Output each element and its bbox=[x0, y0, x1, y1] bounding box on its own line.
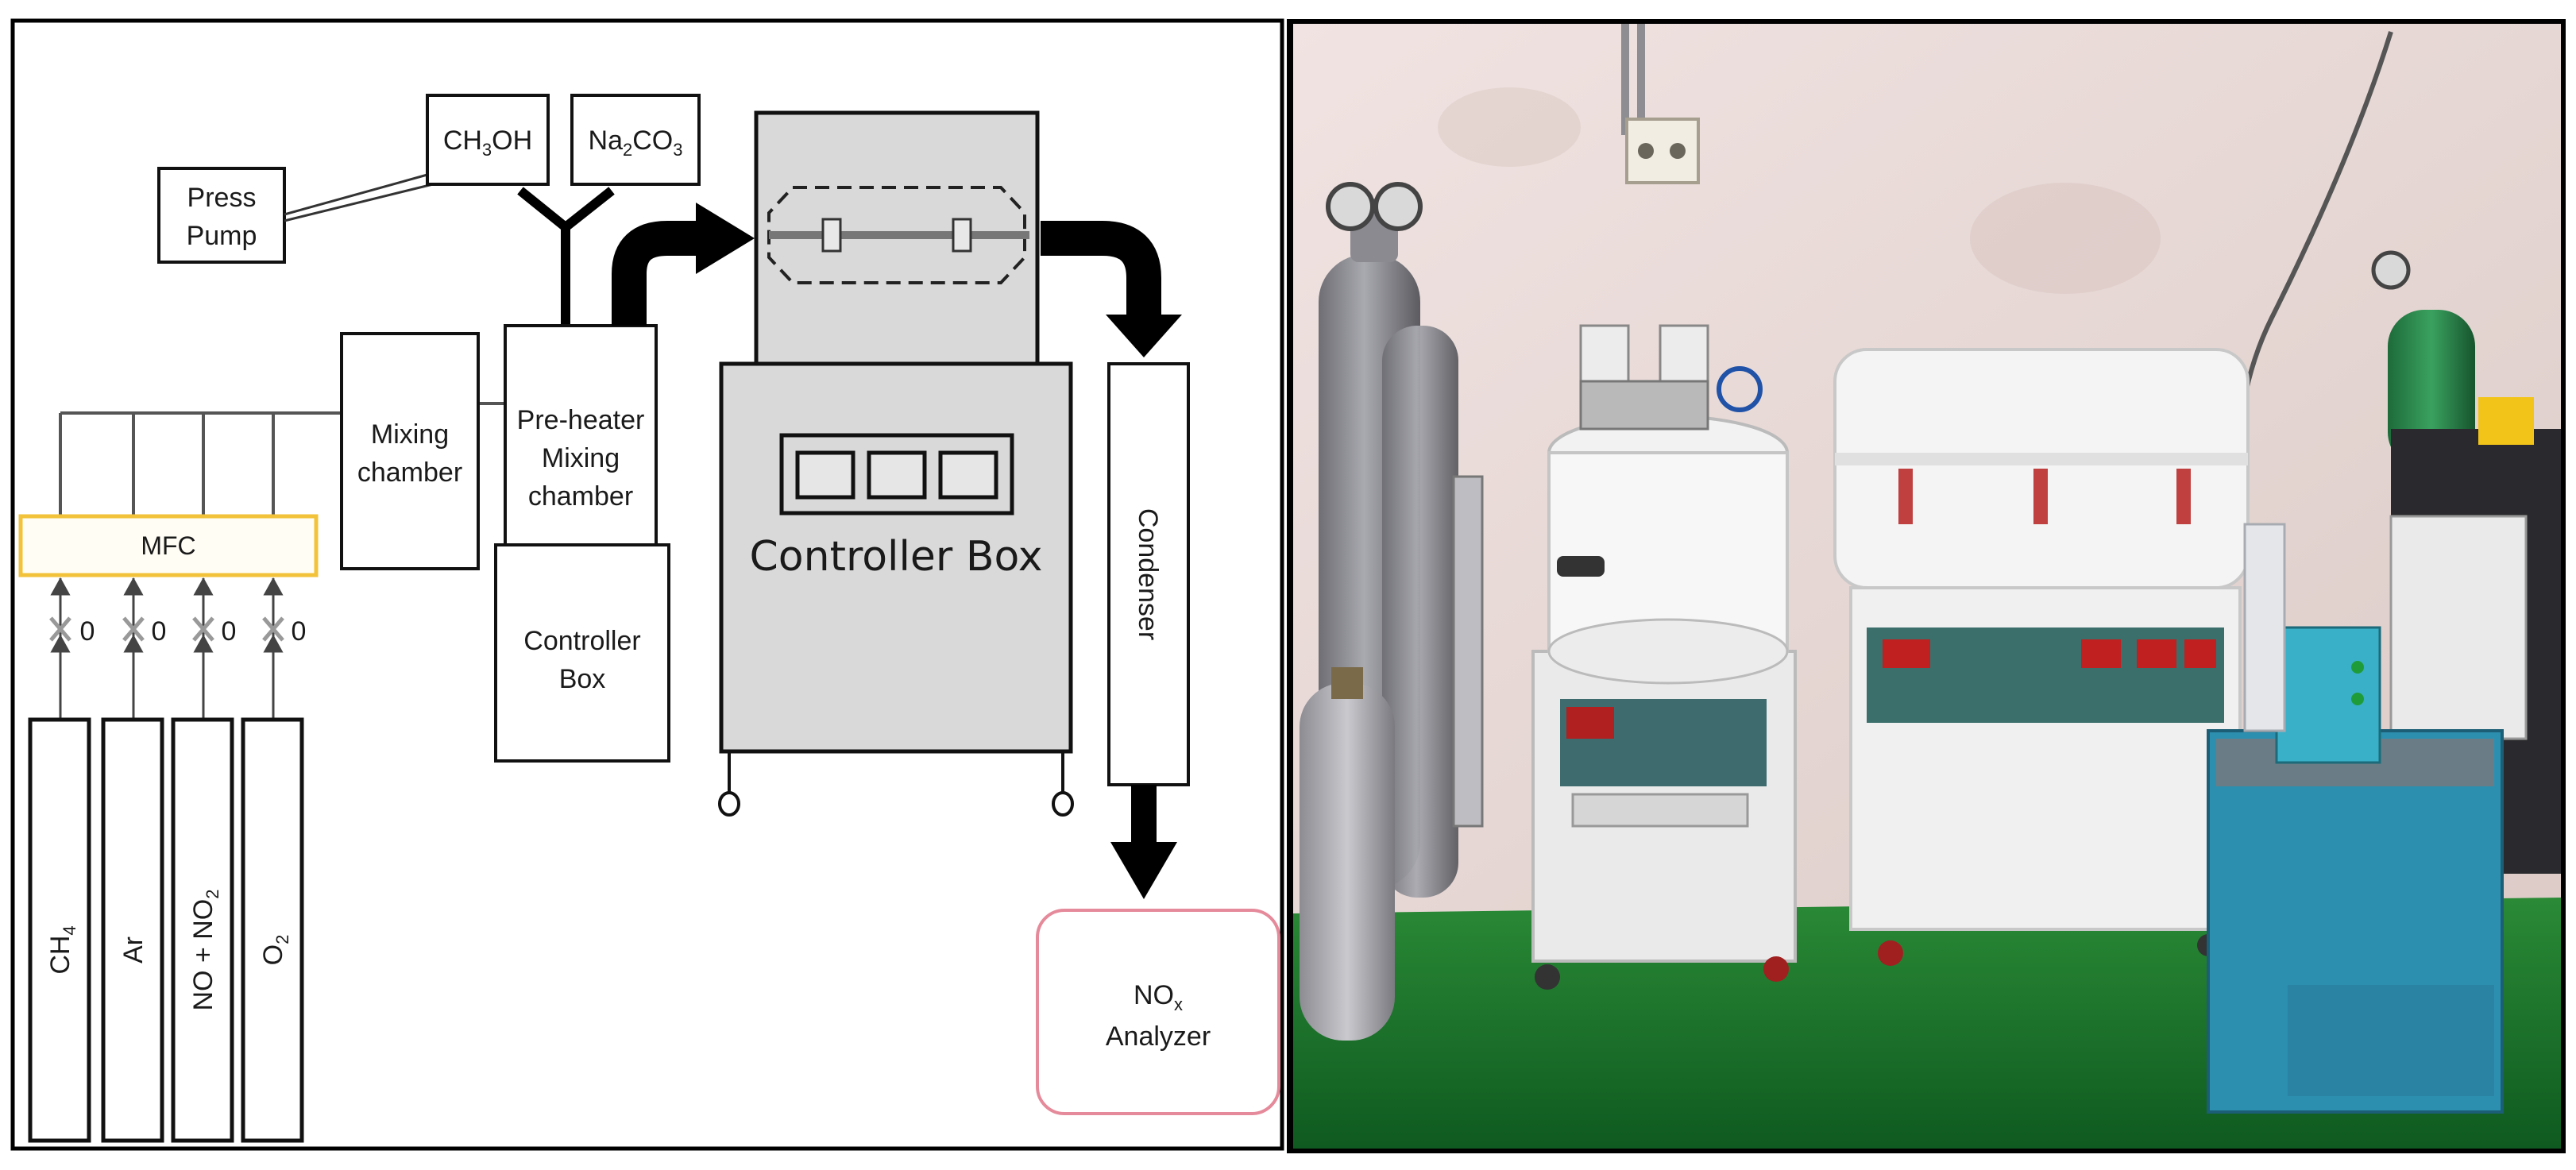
mixing-chamber: Mixing chamber bbox=[340, 332, 480, 570]
small-controller-box: Controller Box bbox=[494, 543, 670, 763]
valve-symbol-2: 0 bbox=[152, 616, 167, 647]
na2co3-mid: CO bbox=[632, 125, 673, 156]
o2-sub: 2 bbox=[272, 935, 292, 944]
no-no2-label: NO + NO bbox=[188, 899, 218, 1011]
na2co3-tank: Na2CO3 bbox=[570, 94, 701, 186]
svg-text:CH4: CH4 bbox=[45, 925, 79, 974]
ch3oh-label: CH bbox=[443, 125, 482, 156]
mixing-chamber-label-2: chamber bbox=[357, 458, 462, 488]
svg-text:Na2CO3: Na2CO3 bbox=[589, 125, 683, 160]
tube-furnace bbox=[754, 110, 1040, 366]
preheater-chamber: Pre-heater Mixing chamber bbox=[504, 324, 658, 546]
preheater-label-1: Pre-heater bbox=[517, 405, 645, 435]
svg-text:NOx: NOx bbox=[1134, 980, 1183, 1014]
photo-chiller bbox=[2207, 626, 2504, 1114]
valve-ar bbox=[122, 577, 145, 720]
nox-analyzer: NOx Analyzer bbox=[1036, 909, 1280, 1115]
flow-arrow-head-2 bbox=[1106, 315, 1182, 357]
condenser-label: Condenser bbox=[1133, 508, 1163, 640]
wall-outlet bbox=[1625, 118, 1700, 184]
flow-arrow-to-furnace bbox=[612, 221, 699, 326]
photo-cylinder-short bbox=[1300, 683, 1395, 1041]
furnace-dashed-outline bbox=[767, 186, 1026, 284]
ch4-sub: 4 bbox=[60, 925, 79, 935]
na2co3-sub1: 2 bbox=[623, 140, 632, 160]
nox-sub: x bbox=[1174, 994, 1183, 1014]
photo-tube bbox=[1452, 475, 1484, 828]
valve-o2 bbox=[262, 577, 284, 720]
flow-arrow-to-analyzer bbox=[1131, 785, 1157, 842]
valves bbox=[49, 577, 284, 720]
photo-small-furnace bbox=[1531, 324, 1797, 990]
cylinder-no-no2 bbox=[171, 717, 234, 1143]
flow-arrow-to-condenser bbox=[1041, 221, 1161, 318]
tube-clamp-left bbox=[821, 218, 842, 253]
cylinder-ar bbox=[101, 717, 164, 1143]
analyzer-label: Analyzer bbox=[1106, 1021, 1211, 1052]
flow-arrow-head-3 bbox=[1110, 842, 1177, 899]
ch3oh-tail: OH bbox=[492, 125, 532, 156]
mfc: MFC bbox=[18, 514, 319, 577]
ar-label: Ar bbox=[118, 936, 149, 963]
condenser: Condenser bbox=[1107, 362, 1190, 786]
display-2 bbox=[867, 450, 927, 500]
pump-connector bbox=[284, 172, 434, 222]
no-no2-sub: 2 bbox=[203, 890, 222, 899]
valve-ch4 bbox=[49, 577, 71, 720]
big-controller-label: Controller Box bbox=[750, 533, 1043, 581]
tube-clamp-right bbox=[952, 218, 972, 253]
ch3oh-tank: CH3OH bbox=[426, 94, 550, 186]
flow-arrow-head-1 bbox=[696, 203, 755, 274]
ch4-label: CH bbox=[45, 936, 75, 975]
preheater-label-2: Mixing bbox=[542, 443, 620, 473]
wheel-left bbox=[718, 791, 740, 817]
cylinder-ch4 bbox=[28, 717, 91, 1143]
small-controller-label-2: Box bbox=[559, 664, 606, 694]
valve-symbol-3: 0 bbox=[222, 616, 237, 647]
preheater-label-3: chamber bbox=[528, 481, 633, 512]
mixing-chamber-label-1: Mixing bbox=[371, 419, 449, 450]
photo-cylinder-mid bbox=[1382, 326, 1458, 898]
press-pump-label-2: Pump bbox=[187, 221, 257, 251]
gas-cylinders: CH4 Ar NO + NO2 O2 bbox=[28, 717, 304, 1143]
diagram-panel: Press Pump CH3OH Na2CO3 Mixing chamber P bbox=[10, 18, 1284, 1151]
na2co3-label: Na bbox=[589, 125, 624, 156]
feed-y-connector bbox=[517, 187, 615, 326]
mfc-label: MFC bbox=[141, 531, 195, 560]
svg-text:CH3OH: CH3OH bbox=[443, 125, 532, 160]
valve-no-no2 bbox=[192, 577, 214, 720]
nox-label: NO bbox=[1134, 980, 1174, 1010]
display-3 bbox=[938, 450, 998, 500]
svg-text:NO + NO2: NO + NO2 bbox=[188, 890, 222, 1011]
o2-label: O bbox=[258, 944, 288, 965]
big-controller-box: Controller Box bbox=[718, 361, 1074, 817]
gas-header bbox=[59, 402, 505, 516]
press-pump-label-1: Press bbox=[187, 183, 257, 213]
svg-text:O2: O2 bbox=[258, 935, 292, 966]
display-1 bbox=[795, 450, 855, 500]
valve-symbol-1: 0 bbox=[80, 616, 95, 647]
wall-conduit bbox=[1621, 24, 1645, 135]
ch3oh-sub: 3 bbox=[482, 140, 492, 160]
press-pump: Press Pump bbox=[157, 167, 286, 264]
small-controller-label-1: Controller bbox=[523, 626, 640, 656]
wheel-right bbox=[1052, 791, 1074, 817]
na2co3-sub2: 3 bbox=[673, 140, 682, 160]
photo-tube-furnace bbox=[1833, 348, 2250, 966]
equipment-photo bbox=[1287, 19, 2566, 1153]
valve-symbol-4: 0 bbox=[292, 616, 307, 647]
cylinder-o2 bbox=[241, 717, 304, 1143]
